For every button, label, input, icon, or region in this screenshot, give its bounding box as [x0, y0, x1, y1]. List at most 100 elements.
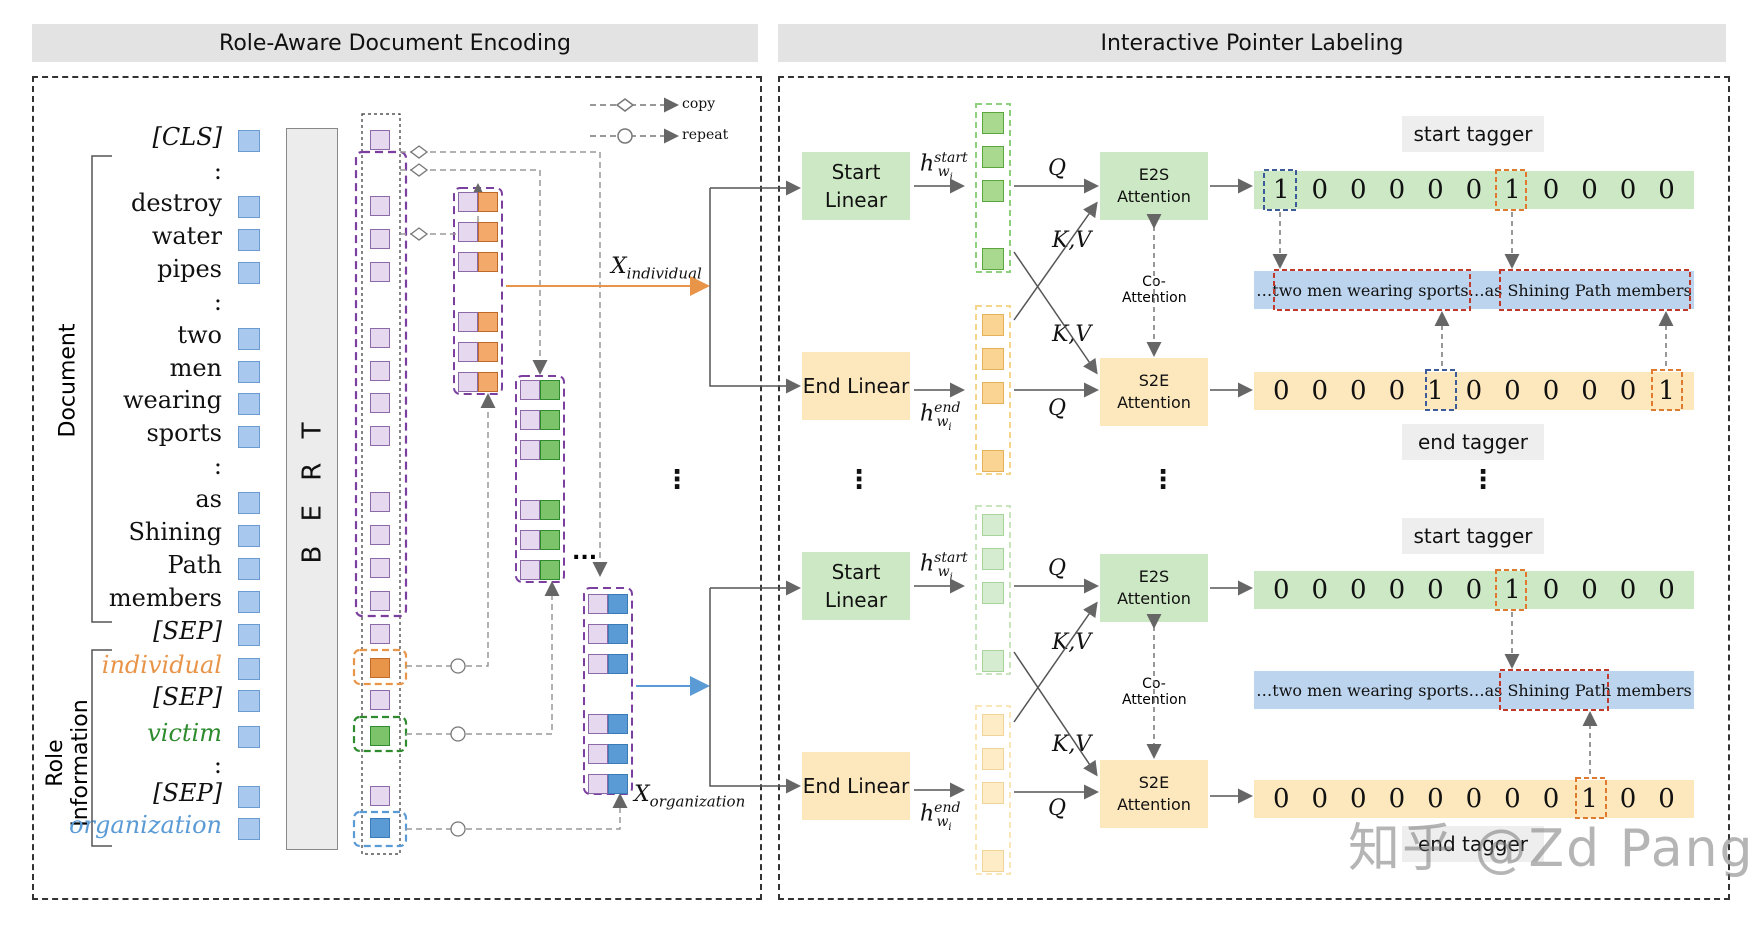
token-10: :: [213, 452, 222, 480]
h-start-label-1: hstartwi: [920, 150, 968, 183]
end-linear-box-1: End Linear: [802, 352, 910, 420]
q-label-2b: Q: [1048, 796, 1067, 821]
organization-matrix-right-cell: [608, 624, 628, 644]
token-embedding-square: [238, 690, 260, 712]
kv-label-2a: K,V: [1052, 630, 1092, 655]
e2s-attention-2: E2S Attention: [1100, 554, 1208, 622]
kv-label-1b: K,V: [1052, 322, 1092, 347]
right-panel-frame: [778, 76, 1730, 900]
victim-matrix-left-cell: [520, 560, 540, 580]
bert-output-square: [370, 328, 390, 348]
x-individual-label: Xindividual: [611, 254, 702, 283]
ellipsis-label: ...: [572, 540, 598, 565]
s2e-attention-1: S2E Attention: [1100, 358, 1208, 426]
bert-output-square: [370, 492, 390, 512]
span-text-row-1: …two men wearing sports…as Shining Path …: [1254, 271, 1694, 309]
tag-value: 0: [1465, 376, 1483, 406]
individual-matrix-right-cell: [478, 342, 498, 362]
left-panel-frame: [32, 76, 762, 900]
individual-matrix-right-cell: [478, 312, 498, 332]
token-3: water: [151, 222, 222, 250]
token-9: sports: [146, 419, 222, 447]
tag-value: 0: [1658, 575, 1675, 605]
bert-output-square: [370, 262, 390, 282]
token-embedding-square: [238, 229, 260, 251]
tag-value: 1: [1427, 376, 1444, 406]
victim-matrix-left-cell: [520, 440, 540, 460]
token-embedding-square: [238, 726, 260, 748]
tag-value: 0: [1388, 376, 1406, 406]
end-tagger-label-2: end tagger: [1402, 826, 1544, 862]
e2s-attention-1: E2S Attention: [1100, 152, 1208, 220]
end-hidden-2-cell: [982, 782, 1004, 804]
token-embedding-square: [238, 328, 260, 350]
q-label-2a: Q: [1048, 556, 1067, 581]
token-14: members: [108, 584, 222, 612]
x-organization-label: Xorganization: [634, 782, 746, 811]
token-embedding-square: [238, 196, 260, 218]
individual-matrix-right-cell: [478, 222, 498, 242]
tag-value: 0: [1542, 376, 1560, 406]
start-hidden-1-cell: [982, 112, 1004, 134]
tag-value: 1: [1272, 175, 1290, 205]
start-hidden-2-cell: [982, 514, 1004, 536]
token-21: organization: [69, 811, 222, 839]
h-end-label-1: hendwi: [920, 400, 961, 433]
tag-value: 0: [1504, 784, 1521, 814]
bert-output-square: [370, 196, 390, 216]
end-linear-box-2: End Linear: [802, 752, 910, 820]
span-text-row-2: …two men wearing sports…as Shining Path …: [1254, 671, 1694, 709]
tag-value: 0: [1350, 175, 1367, 205]
organization-matrix-left-cell: [588, 744, 608, 764]
victim-matrix-right-cell: [540, 380, 560, 400]
individual-matrix-right-cell: [478, 192, 498, 212]
q-label-1b: Q: [1048, 396, 1067, 421]
token-embedding-square: [238, 558, 260, 580]
tag-value: 0: [1272, 784, 1290, 814]
start-linear-box-1: Start Linear: [802, 152, 910, 220]
organization-matrix-right-cell: [608, 774, 628, 794]
bert-output-square: [370, 658, 390, 678]
tag-value: 1: [1504, 575, 1521, 605]
bert-output-square: [370, 130, 390, 150]
victim-matrix-right-cell: [540, 500, 560, 520]
tag-value: 0: [1350, 376, 1367, 406]
token-18: victim: [147, 719, 222, 747]
organization-matrix-left-cell: [588, 714, 608, 734]
start-tagger-label-2: start tagger: [1402, 518, 1544, 554]
embedding-column-outline: [361, 113, 401, 855]
tag-value: 0: [1581, 575, 1598, 605]
organization-matrix-right-cell: [608, 654, 628, 674]
individual-matrix-right-cell: [478, 252, 498, 272]
tag-value: 0: [1504, 376, 1521, 406]
tag-value: 0: [1619, 575, 1637, 605]
bert-output-square: [370, 726, 390, 746]
individual-matrix-left-cell: [458, 192, 478, 212]
organization-matrix-left-cell: [588, 594, 608, 614]
end-hidden-2-cell: [982, 748, 1004, 770]
token-embedding-square: [238, 591, 260, 613]
token-embedding-square: [238, 525, 260, 547]
token-4: pipes: [157, 255, 222, 283]
tag-value: 0: [1427, 175, 1444, 205]
victim-matrix-right-cell: [540, 560, 560, 580]
legend-copy-label: copy: [682, 96, 716, 112]
token-embedding-square: [238, 130, 260, 152]
role-bracket: [91, 649, 112, 847]
start-hidden-2-cell: [982, 548, 1004, 570]
watermark: 知乎 @Zd Pang: [1348, 819, 1755, 879]
tag-value: 0: [1619, 376, 1637, 406]
tag-value: 0: [1465, 784, 1483, 814]
token-6: two: [177, 321, 222, 349]
organization-matrix-right-cell: [608, 594, 628, 614]
legend-repeat-icon: [590, 128, 679, 144]
tag-value: 0: [1388, 784, 1406, 814]
start-hidden-2-cell: [982, 650, 1004, 672]
bert-output-square: [370, 558, 390, 578]
bert-output-square: [370, 361, 390, 381]
tag-value: 0: [1427, 784, 1444, 814]
tag-value: 0: [1619, 175, 1637, 205]
